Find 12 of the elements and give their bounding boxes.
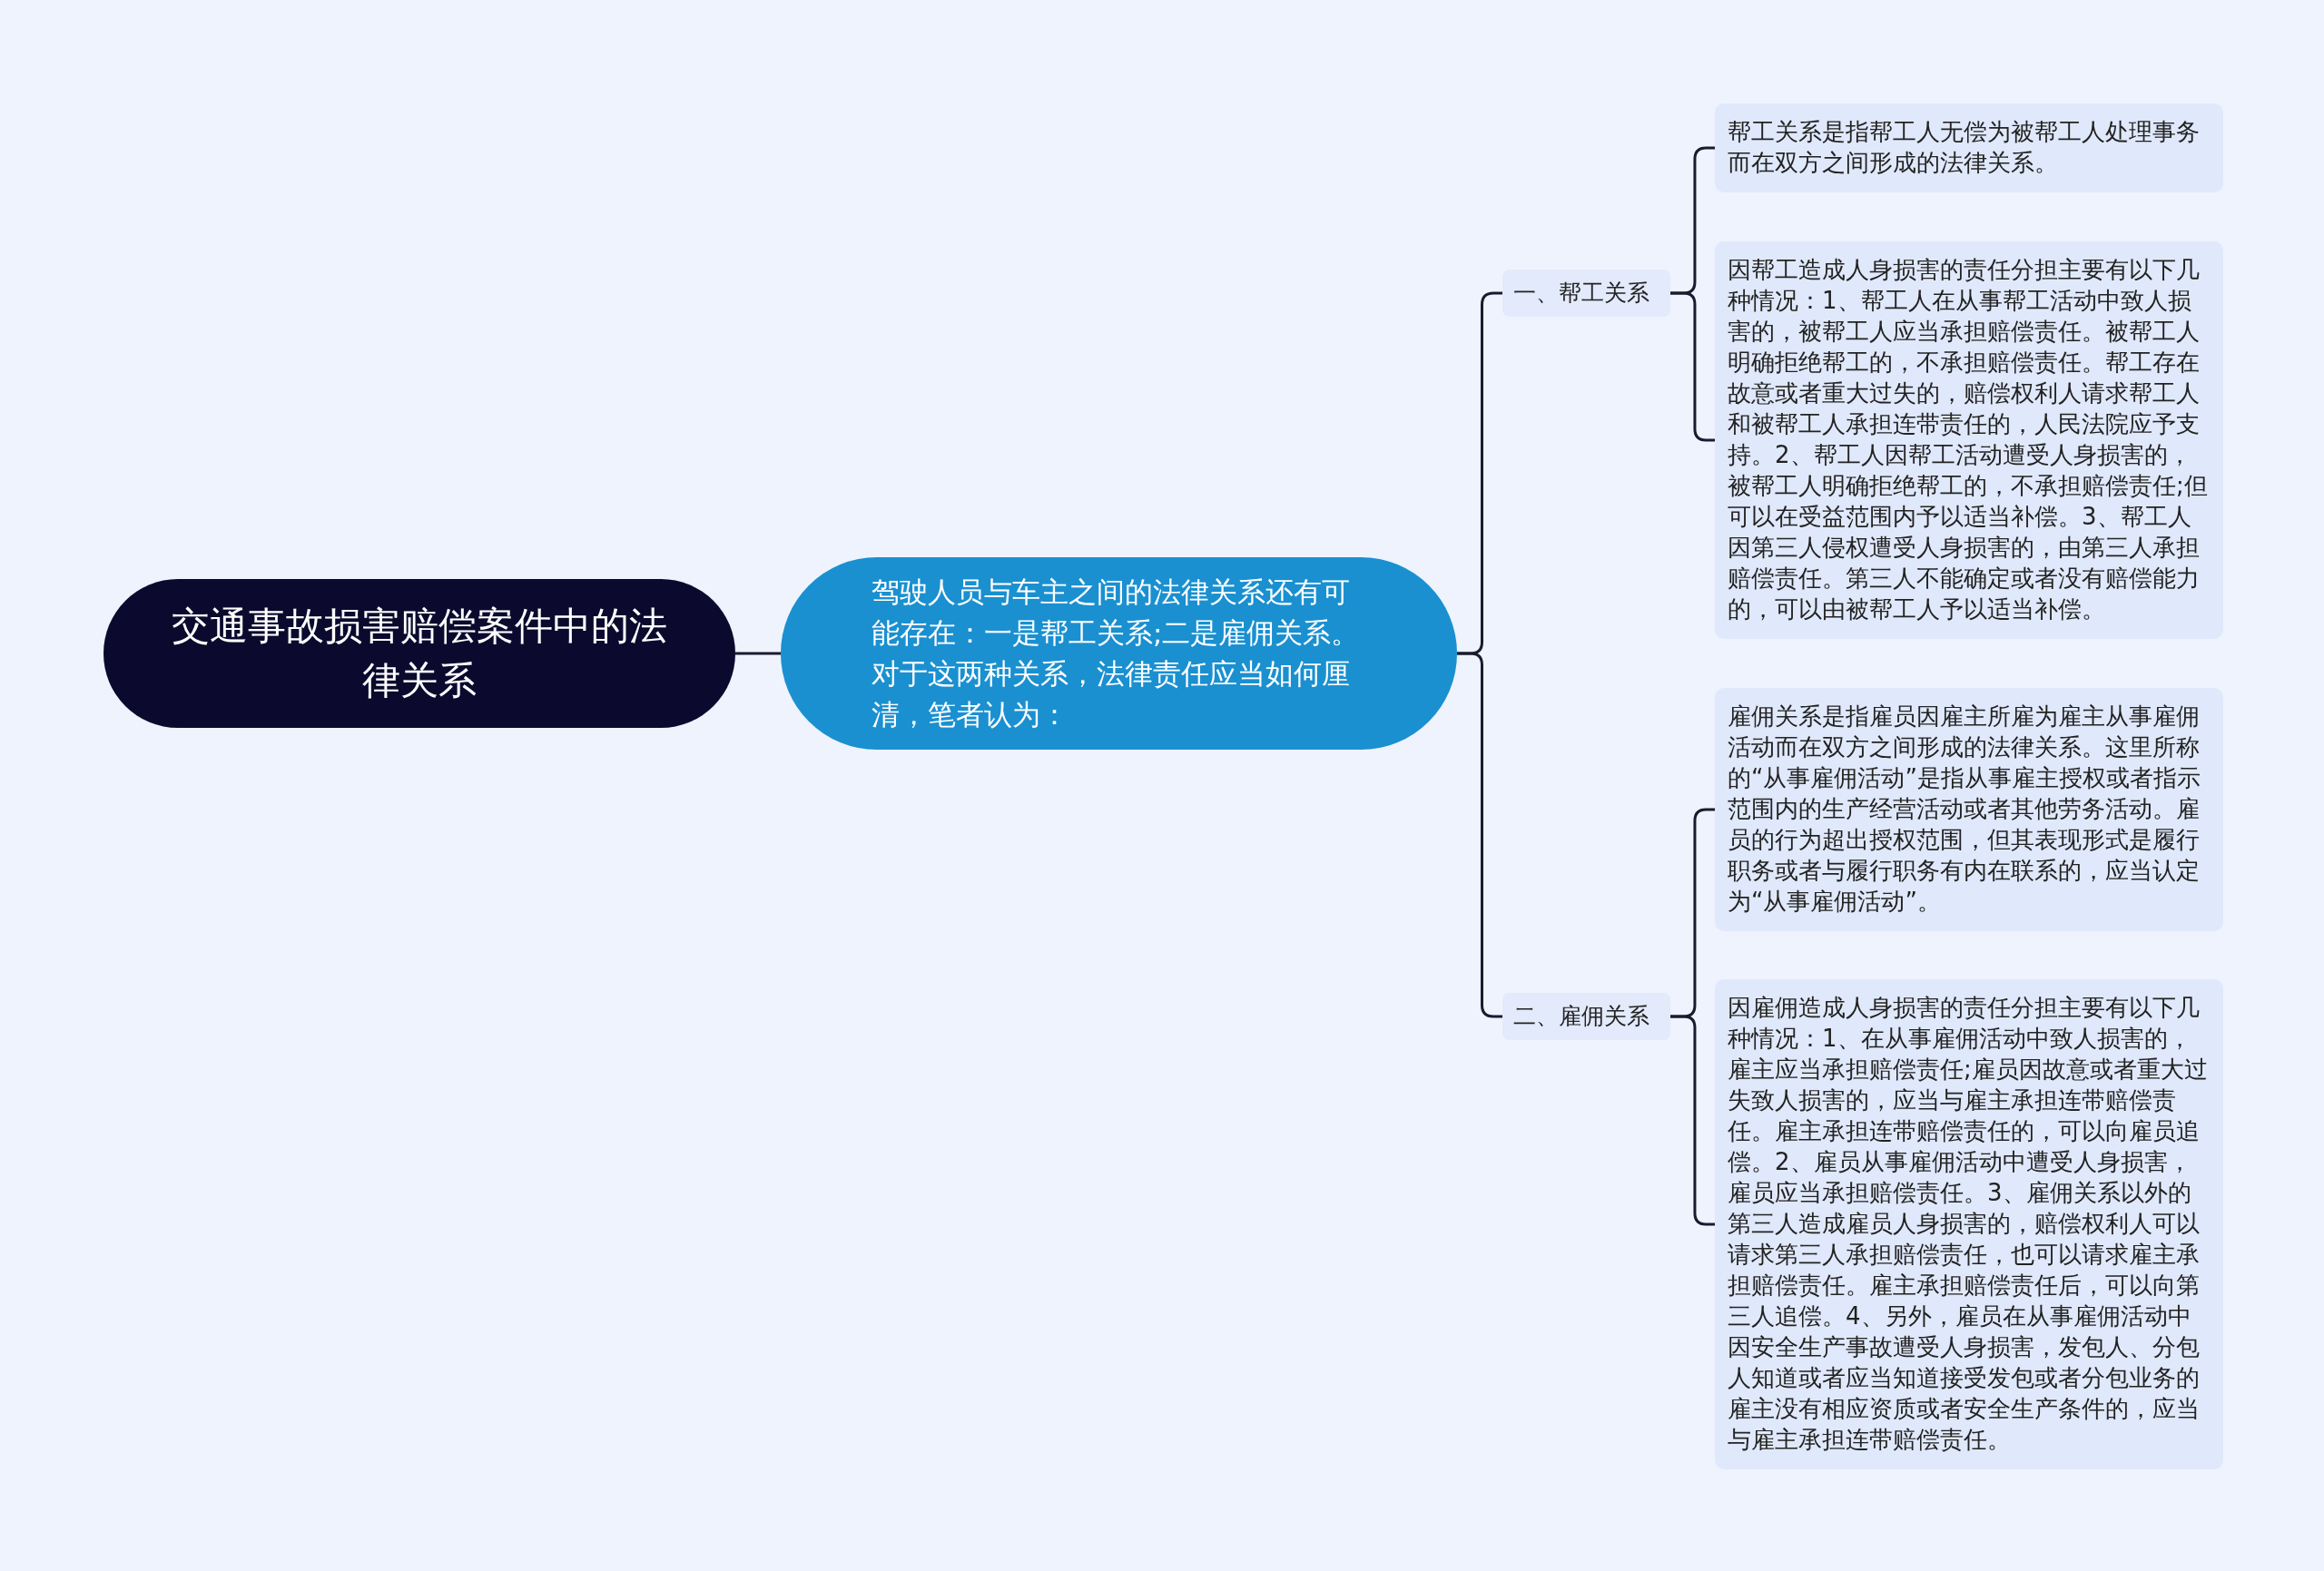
connector-line — [1670, 1015, 1715, 1226]
connector-line — [1457, 652, 1502, 1018]
text-card: 雇佣关系是指雇员因雇主所雇为雇主从事雇佣活动而在双方之间形成的法律关系。这里所称的“从事雇佣活动”是指从事雇主授权或者指示范围内的生产经营活动或者其他劳务活动。雇员的行为超出授权范围，但其表现形式是履行职务或者与履行职务有内在联系的，应当认定为“从事雇佣活动”。 — [1715, 688, 2223, 931]
connector-line — [735, 652, 781, 655]
branch-topic: 二、雇佣关系 — [1502, 993, 1670, 1040]
text-card: 帮工关系是指帮工人无偿为被帮工人处理事务而在双方之间形成的法律关系。 — [1715, 103, 2223, 192]
root-topic: 交通事故损害赔偿案件中的法律关系 — [103, 579, 735, 728]
branch-topic: 一、帮工关系 — [1502, 270, 1670, 317]
text-card: 因帮工造成人身损害的责任分担主要有以下几种情况：1、帮工人在从事帮工活动中致人损害的，被帮工人应当承担赔偿责任。被帮工人明确拒绝帮工的，不承担赔偿责任。帮工存在故意或者重大过失的，赔偿权利人请求帮工人和被帮工人承担连带责任的，人民法院应予支持。2、帮工人因帮工活动遭受人身损害的，被帮工人明确拒绝帮工的，不承担赔偿责任;但可以在受益范围内予以适当补偿。3、帮工人因第三人侵权遭受人身损害的，由第三人承担赔偿责任。第三人不能确定或者没有赔偿能力的，可以由被帮工人予以适当补偿。 — [1715, 241, 2223, 639]
topic-node: 驾驶人员与车主之间的法律关系还有可能存在：一是帮工关系;二是雇佣关系。对于这两种关系，法律责任应当如何厘清，笔者认为： — [781, 557, 1457, 750]
connector-line — [1670, 291, 1715, 442]
text-card: 因雇佣造成人身损害的责任分担主要有以下几种情况：1、在从事雇佣活动中致人损害的，雇主应当承担赔偿责任;雇员因故意或者重大过失致人损害的，应当与雇主承担连带赔偿责任。雇主承担连带赔偿责任的，可以向雇员追偿。2、雇员从事雇佣活动中遭受人身损害，雇员应当承担赔偿责任。3、雇佣关系以外的第三人造成雇员人身损害的，赔偿权利人可以请求第三人承担赔偿责任，也可以请求雇主承担赔偿责任。雇主承担赔偿责任后，可以向第三人追偿。4、另外，雇员在从事雇佣活动中因安全生产事故遭受人身损害，发包人、分包人知道或者应当知道接受发包或者分包业务的雇主没有相应资质或者安全生产条件的，应当与雇主承担连带赔偿责任。 — [1715, 979, 2223, 1469]
